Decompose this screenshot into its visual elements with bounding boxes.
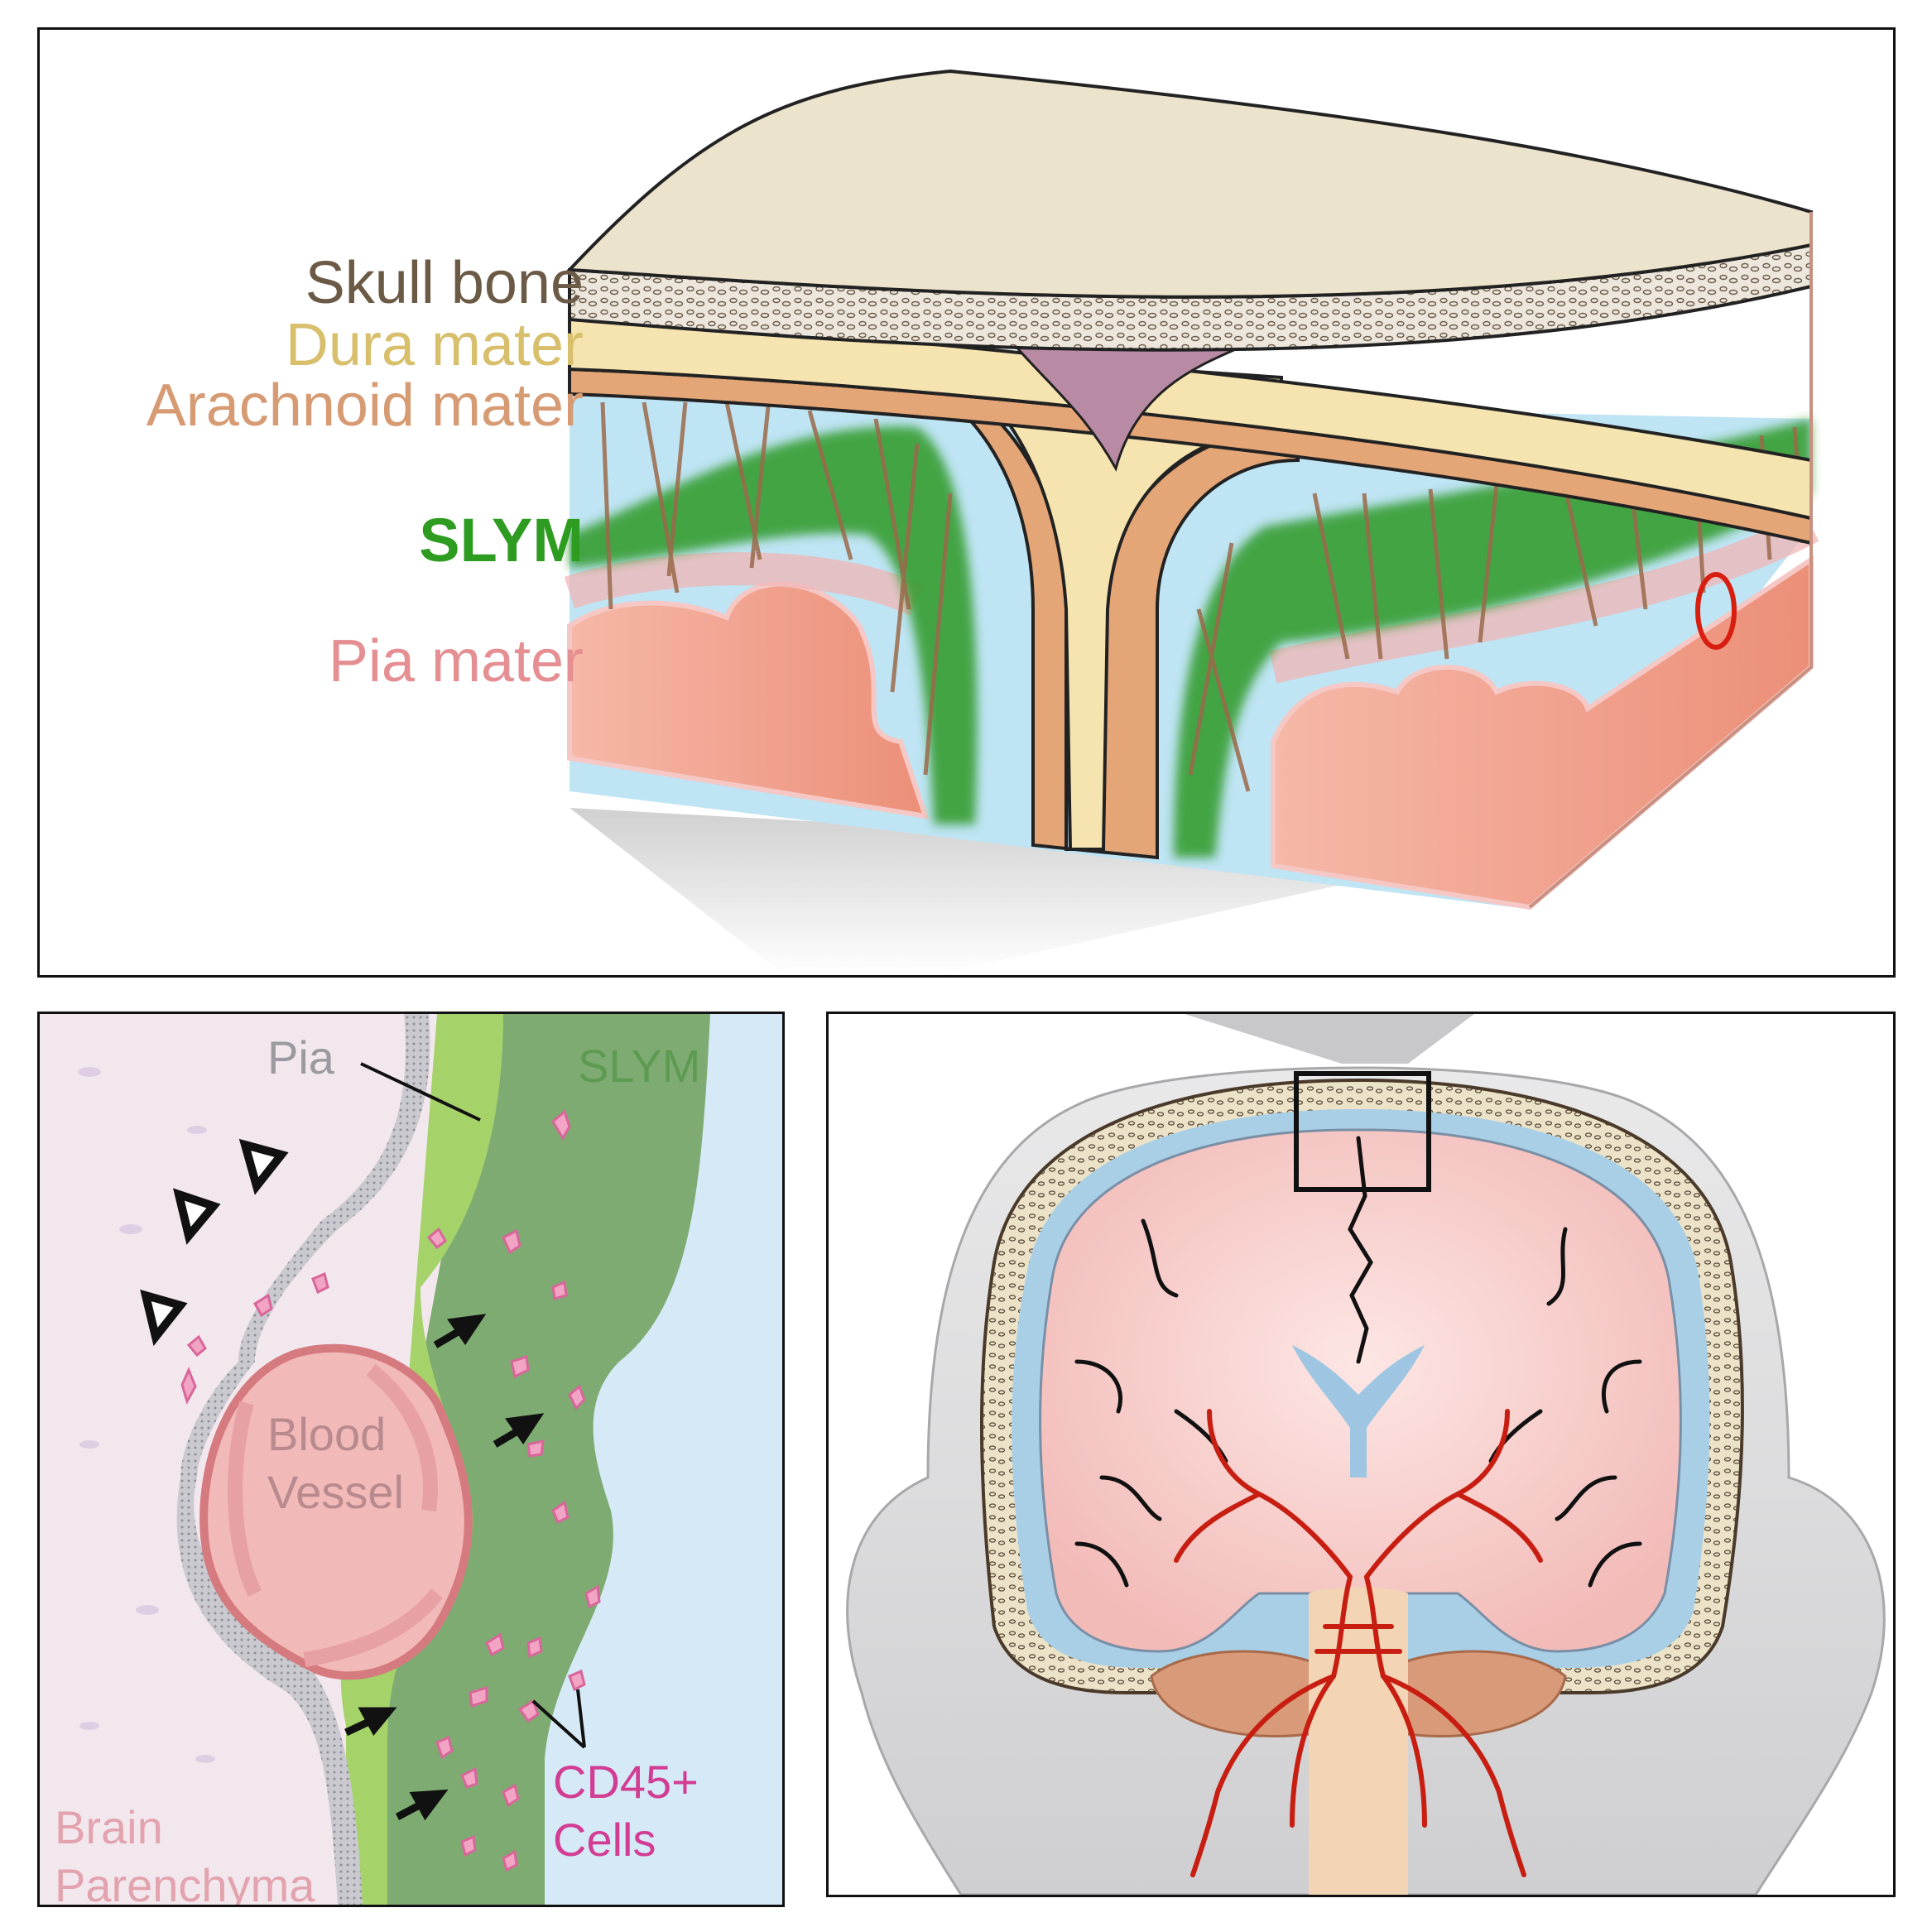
vessel-endothelium	[228, 1363, 444, 1667]
arrowhead-3	[238, 1138, 289, 1195]
brainstem	[1309, 1587, 1408, 1895]
brain-coronal-panel	[826, 1012, 1896, 1897]
label-slym: SLYM	[578, 1040, 701, 1092]
arrowhead-1	[140, 1289, 188, 1347]
highlight-ring	[1695, 572, 1737, 650]
label-blood: Blood	[267, 1408, 387, 1460]
zoom-box	[1294, 1071, 1431, 1192]
label-vessel: Vessel	[267, 1466, 404, 1518]
label-slym: SLYM	[419, 506, 584, 574]
skull-top-surface	[565, 69, 1813, 299]
cd45-cells	[180, 1109, 601, 1872]
brain-coronal-illustration	[846, 1014, 1886, 1895]
slym-layer-right	[1174, 419, 1811, 858]
cortical-sulci	[1074, 1136, 1642, 1588]
label-cd45: CD45+	[553, 1756, 699, 1808]
label-arachnoid-mater: Arachnoid mater	[146, 372, 584, 439]
pia-left	[564, 552, 925, 617]
migration-arrows	[344, 1314, 545, 1821]
label-cells: Cells	[553, 1814, 656, 1866]
cerebral-arteries	[1174, 1409, 1543, 1877]
slym-detail-panel: Pia SLYM Blood Vessel Brain Parenchyma C…	[37, 1012, 785, 1907]
pia-leader-line	[360, 1062, 481, 1122]
cerebrum	[1039, 1128, 1682, 1653]
label-parenchyma: Parenchyma	[55, 1859, 315, 1907]
blood-vessel	[199, 1343, 473, 1680]
pia-layer	[176, 1014, 430, 1905]
cd45-leader-line-1	[576, 1689, 586, 1748]
label-brain: Brain	[55, 1801, 163, 1853]
label-dura-mater: Dura mater	[285, 312, 584, 378]
slym-detail-illustration	[40, 1014, 782, 1905]
brain-tissue-right	[1271, 555, 1814, 911]
slym-outer-layer	[371, 1014, 710, 1905]
pia-right	[1269, 512, 1819, 684]
block-side-edge	[1528, 212, 1813, 909]
zoom-wedge	[1185, 1014, 1474, 1064]
cd45-leader-line-2	[531, 1699, 586, 1749]
arrowhead-2	[173, 1188, 221, 1245]
lateral-ventricles	[1292, 1345, 1425, 1478]
meninges-illustration	[564, 69, 1819, 975]
arrowhead-markers	[140, 1138, 289, 1347]
label-pia-mater: Pia mater	[328, 628, 584, 694]
label-pia: Pia	[267, 1031, 334, 1084]
label-skull-bone: Skull bone	[305, 250, 584, 316]
parenchyma-nuclei	[78, 1067, 248, 1763]
slym-layer-left	[570, 426, 978, 824]
meninges-3d-panel: Skull bone Dura mater Arachnoid mater SL…	[37, 27, 1896, 978]
